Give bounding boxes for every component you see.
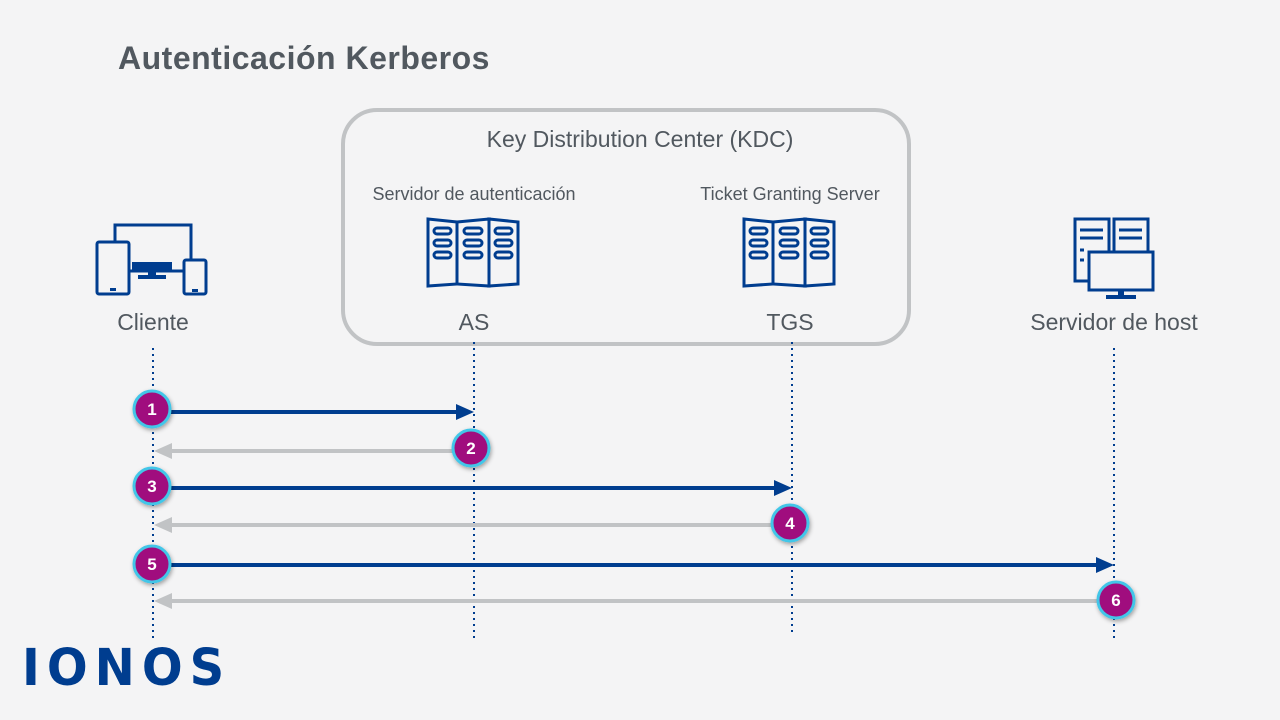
devices-icon [95, 223, 208, 296]
ionos-logo: IONOS [22, 638, 232, 698]
as-server-icon [426, 217, 520, 288]
svg-text:6: 6 [1111, 591, 1120, 610]
host-label: Servidor de host [1030, 309, 1198, 335]
step-badge-3: 3 [132, 466, 172, 506]
host-server-icon [1073, 217, 1155, 299]
svg-text:4: 4 [785, 514, 795, 533]
tgs-label: TGS [766, 309, 814, 335]
step-badge-1: 1 [132, 389, 172, 429]
svg-text:5: 5 [147, 555, 156, 574]
step-badge-6: 6 [1096, 580, 1136, 620]
step-badge-2: 2 [451, 428, 491, 468]
arrow-step-6 [154, 593, 1098, 609]
kdc-container [341, 108, 911, 346]
svg-text:3: 3 [147, 477, 156, 496]
as-label: AS [458, 309, 490, 335]
diagram-title: Autenticación Kerberos [118, 40, 490, 76]
step-badge-5: 5 [132, 544, 172, 584]
as-subtitle: Servidor de autenticación [372, 184, 576, 204]
kdc-title: Key Distribution Center (KDC) [486, 126, 794, 152]
svg-text:2: 2 [466, 439, 475, 458]
step-badge-4: 4 [770, 503, 810, 543]
arrow-step-1 [156, 404, 474, 420]
tgs-subtitle: Ticket Granting Server [700, 184, 880, 204]
arrow-step-4 [154, 517, 774, 533]
arrow-step-5 [156, 557, 1114, 573]
tgs-server-icon [742, 217, 836, 288]
client-label: Cliente [117, 309, 189, 335]
arrow-step-3 [156, 480, 792, 496]
svg-text:1: 1 [147, 400, 156, 419]
arrow-step-2 [154, 443, 456, 459]
